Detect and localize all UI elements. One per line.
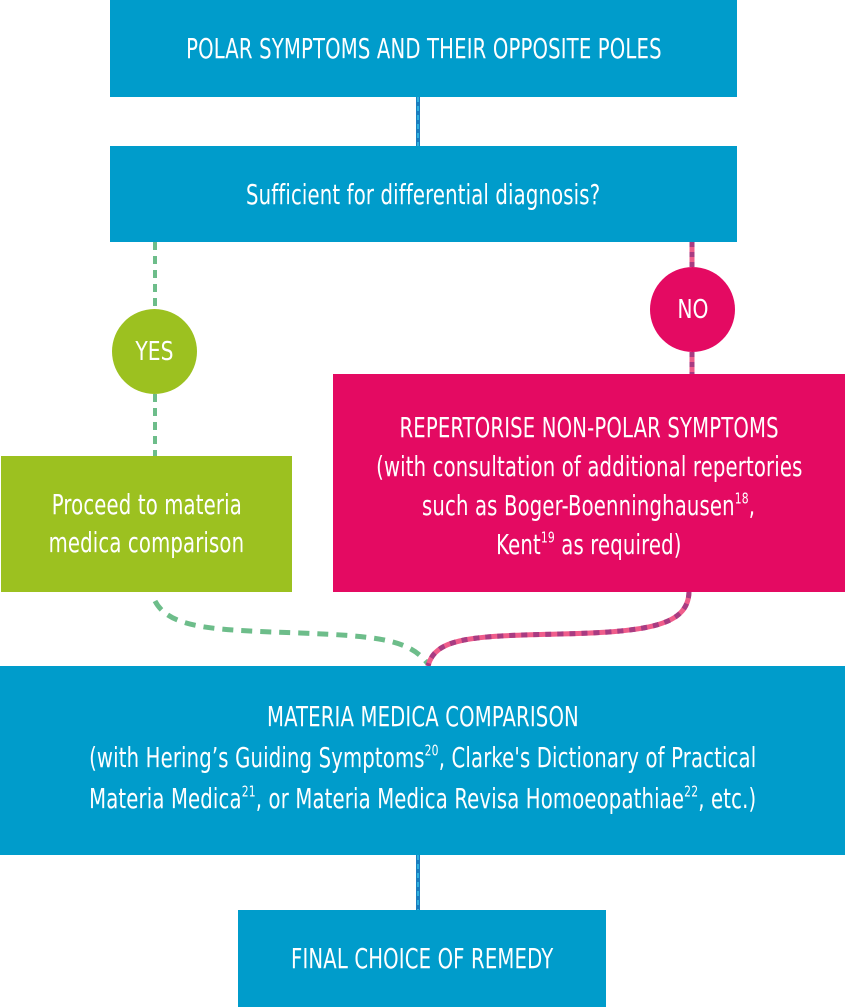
- node-materia-medica-comparison: MATERIA MEDICA COMPARISON (with Hering’s…: [0, 666, 845, 855]
- node-repertorise-line-2: (with consultation of additional reperto…: [375, 450, 803, 483]
- ref-text-clarke: , Clarke's Dictionary of Practical: [438, 741, 757, 774]
- node-repertorise-line-3: such as Boger-Boenninghausen18,: [422, 486, 755, 525]
- ref-22: 22: [683, 782, 699, 801]
- node-materia-title: MATERIA MEDICA COMPARISON: [266, 700, 579, 733]
- node-proceed-line-2: medica comparison: [48, 526, 245, 559]
- node-materia-line-2: (with Hering’s Guiding Symptoms20, Clark…: [89, 737, 756, 778]
- node-proceed-to-materia-medica: Proceed to materia medica comparison: [1, 456, 292, 592]
- node-repertorise-non-polar: REPERTORISE NON-POLAR SYMPTOMS (with con…: [333, 374, 845, 592]
- ref-text-boger: such as Boger-Boenninghausen: [422, 489, 736, 522]
- ref-20: 20: [424, 741, 439, 760]
- badge-no-label: NO: [676, 294, 709, 325]
- badge-yes-label: YES: [135, 336, 174, 367]
- ref-tail-comma: ,: [749, 489, 756, 522]
- node-repertorise-line-4: Kent19 as required): [496, 525, 681, 564]
- node-polar-symptoms: POLAR SYMPTOMS AND THEIR OPPOSITE POLES: [110, 0, 737, 97]
- ref-21: 21: [241, 782, 256, 801]
- connector-repertorise-to-materia-stripes: [425, 591, 692, 667]
- ref-text-hering: (with Hering’s Guiding Symptoms: [88, 741, 425, 774]
- node-polar-symptoms-label: POLAR SYMPTOMS AND THEIR OPPOSITE POLES: [185, 32, 662, 65]
- node-materia-line-3: Materia Medica21, or Materia Medica Revi…: [89, 778, 756, 819]
- node-sufficient-question: Sufficient for differential diagnosis?: [110, 146, 737, 242]
- ref-text-kent: Kent: [496, 528, 541, 561]
- ref-text-revisa: , or Materia Medica Revisa Homoeopathiae: [255, 782, 684, 815]
- ref-19: 19: [540, 528, 556, 547]
- node-repertorise-title: REPERTORISE NON-POLAR SYMPTOMS: [399, 411, 779, 444]
- ref-tail-etc: , etc.): [698, 782, 757, 815]
- connector-repertorise-to-materia: [425, 591, 692, 667]
- node-final-label: FINAL CHOICE OF REMEDY: [290, 942, 554, 975]
- node-sufficient-question-label: Sufficient for differential diagnosis?: [246, 177, 601, 211]
- node-proceed-line-1: Proceed to materia: [51, 488, 242, 521]
- ref-18: 18: [735, 489, 750, 508]
- connector-proceed-to-materia: [152, 599, 430, 666]
- badge-no: NO: [650, 267, 735, 352]
- badge-yes: YES: [112, 309, 197, 394]
- ref-tail-required: as required): [555, 528, 682, 561]
- ref-text-materia-medica: Materia Medica: [88, 782, 242, 815]
- node-final-choice-of-remedy: FINAL CHOICE OF REMEDY: [238, 910, 606, 1007]
